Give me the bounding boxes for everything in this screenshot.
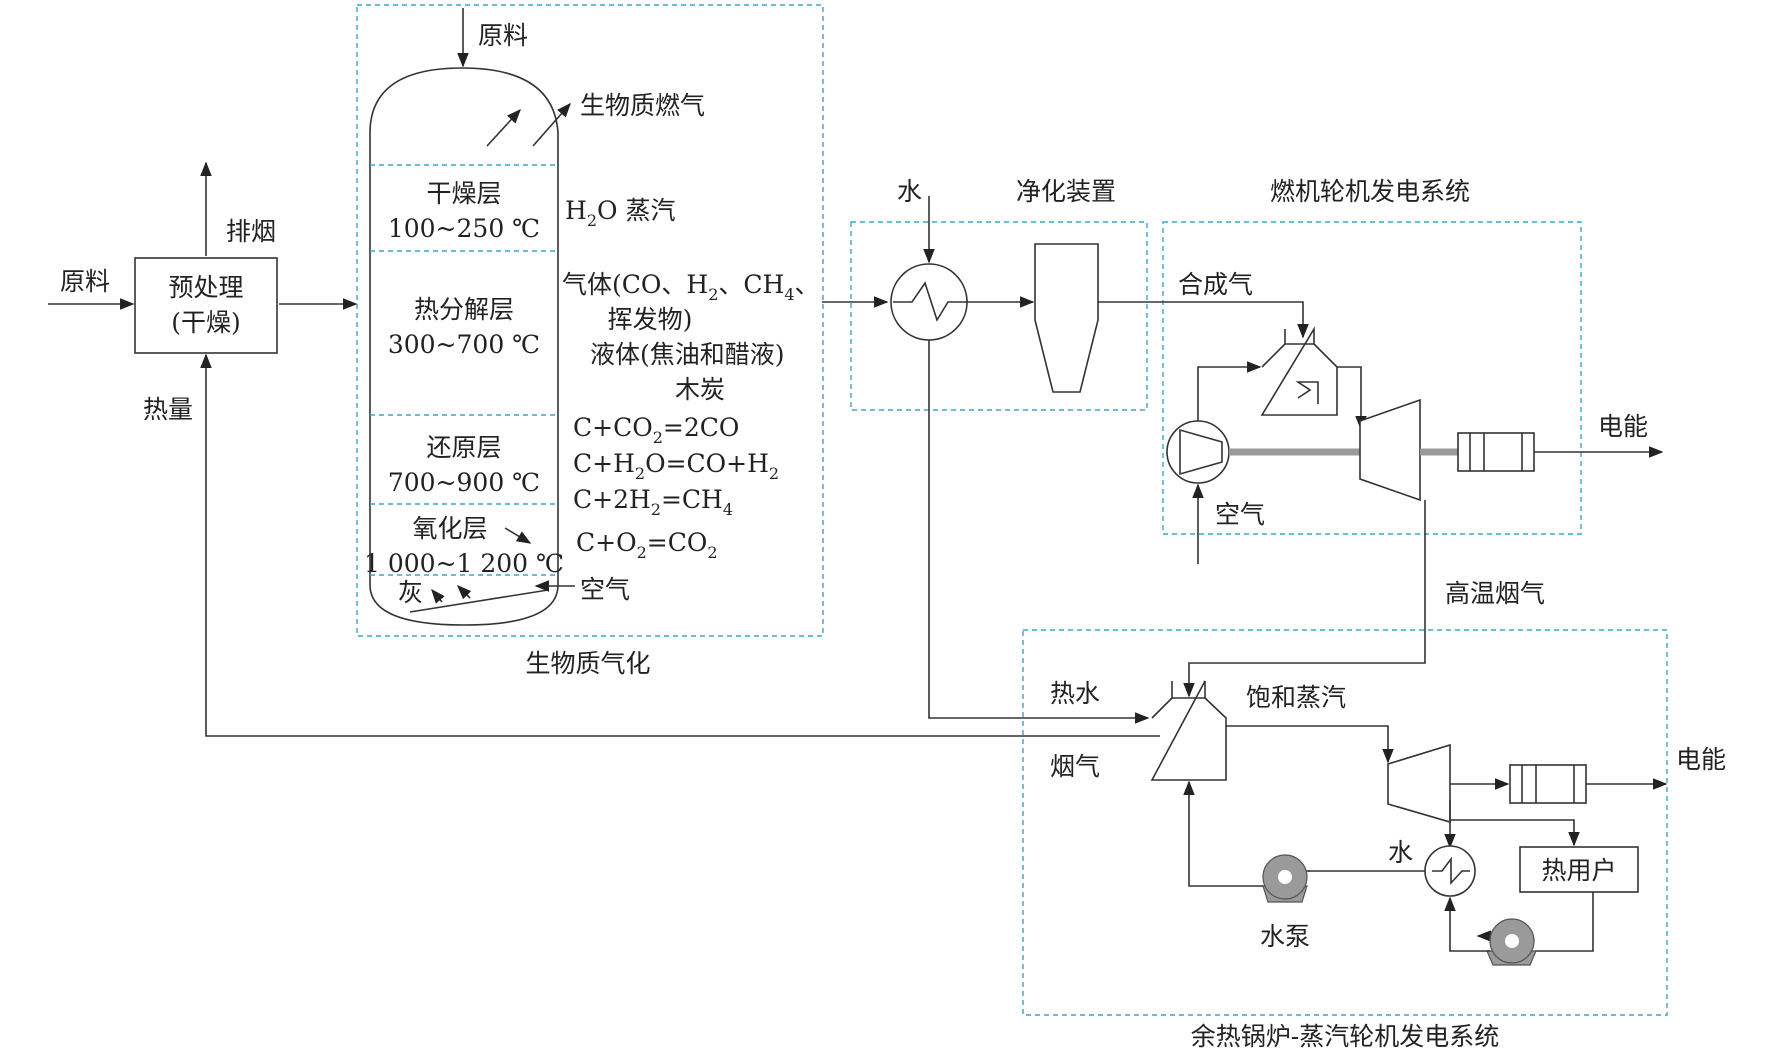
turbine-air-label: 空气	[1215, 500, 1265, 529]
return-to-condenser-line	[1444, 896, 1490, 952]
hot-water-line	[928, 340, 1150, 724]
layer-oxidation-temp: 1 000~1 200 ℃	[364, 549, 564, 578]
water-in-label: 水	[897, 177, 922, 206]
gas-output-line1: 气体(CO、H2、CH4、	[562, 270, 820, 304]
heat-user-box: 热用户	[1519, 846, 1639, 893]
layer-drying-name: 干燥层	[426, 179, 501, 208]
feed-label: 原料	[60, 267, 110, 296]
ash-label: 灰	[398, 578, 423, 607]
steam-to-heat-user	[1450, 819, 1580, 847]
exhaust-label: 排烟	[226, 217, 276, 246]
flue-gas-label: 高温烟气	[1445, 579, 1545, 608]
layer-reduction-name: 还原层	[426, 433, 501, 462]
layer-drying-temp: 100~250 ℃	[388, 214, 540, 243]
h2o-label: H2O 蒸汽	[565, 196, 675, 230]
charcoal-label: 木炭	[675, 375, 725, 404]
generator-1	[1457, 432, 1535, 472]
hrsg-title: 余热锅炉-蒸汽轮机发电系统	[1191, 1022, 1499, 1051]
combustor-to-turbine-line	[1337, 366, 1367, 431]
combustor	[1260, 326, 1338, 416]
condenser-coil	[1432, 856, 1470, 886]
ash-arrow-2	[456, 584, 472, 600]
pretreatment-unit: 预处理 (干燥)	[134, 257, 278, 354]
heat-return-line	[200, 353, 1160, 737]
layer-pyrolysis-temp: 300~700 ℃	[388, 330, 540, 359]
compressor-blade	[1179, 428, 1223, 476]
power-label-2: 电能	[1676, 745, 1726, 774]
condenser-water-label: 水	[1388, 838, 1413, 867]
heat-user-label: 热用户	[1541, 856, 1616, 885]
heat-label: 热量	[143, 395, 193, 424]
purification-frame	[850, 221, 1148, 411]
gasifier-feed-label: 原料	[478, 21, 528, 50]
product-gas-label: 生物质燃气	[580, 91, 705, 120]
steam-to-turbine-line	[1226, 725, 1394, 764]
hrsg-frame	[1022, 629, 1668, 1016]
cyclone-separator	[1034, 243, 1099, 393]
purification-title: 净化装置	[1016, 177, 1116, 206]
flue-label: 烟气	[1050, 752, 1100, 781]
combustor-burner	[1295, 381, 1319, 404]
liquid-output-label: 液体(焦油和醋液)	[590, 340, 785, 369]
gas-turbine	[1359, 398, 1421, 502]
power-label-1: 电能	[1598, 412, 1648, 441]
return-pump	[1486, 918, 1537, 966]
compressor	[1166, 420, 1230, 484]
hot-water-label: 热水	[1050, 679, 1100, 708]
layer-oxidation-name: 氧化层	[412, 514, 487, 543]
oxidation-arrow	[504, 527, 532, 544]
ash-arrow-1	[431, 588, 445, 604]
pump-label: 水泵	[1260, 922, 1310, 951]
syngas-label: 合成气	[1178, 270, 1253, 299]
gas-turbine-title: 燃机轮机发电系统	[1270, 177, 1470, 206]
gas-turbine-frame	[1162, 221, 1582, 535]
layer-pyrolysis-name: 热分解层	[414, 295, 514, 324]
layer-reduction-temp: 700~900 ℃	[388, 468, 540, 497]
generator-2	[1509, 764, 1587, 804]
pretreatment-sublabel: (干燥)	[171, 308, 241, 337]
reaction-3: C+2H2=CH4	[573, 485, 733, 519]
flue-gas-line	[1183, 500, 1426, 698]
gas-out-arrow-1	[486, 108, 521, 147]
reaction-1: C+CO2=2CO	[573, 413, 739, 447]
saturated-steam-label: 饱和蒸汽	[1246, 683, 1346, 712]
gasification-title: 生物质气化	[525, 649, 650, 678]
reaction-2: C+H2O=CO+H2	[573, 449, 779, 483]
heat-user-return-line	[1535, 892, 1594, 952]
heat-exchanger-coil	[893, 281, 967, 322]
reaction-4: C+O2=CO2	[576, 528, 718, 562]
gas-output-line2: 挥发物)	[608, 305, 693, 334]
pretreatment-label: 预处理	[168, 273, 243, 302]
steam-turbine	[1387, 743, 1451, 824]
gasifier-vessel	[369, 67, 559, 626]
gas-out-arrow-2	[532, 102, 571, 147]
pump-to-boiler-line	[1183, 780, 1263, 887]
feed-water-pump	[1262, 854, 1308, 903]
gasifier-air-label: 空气	[580, 575, 630, 604]
syngas-line	[1098, 301, 1309, 339]
